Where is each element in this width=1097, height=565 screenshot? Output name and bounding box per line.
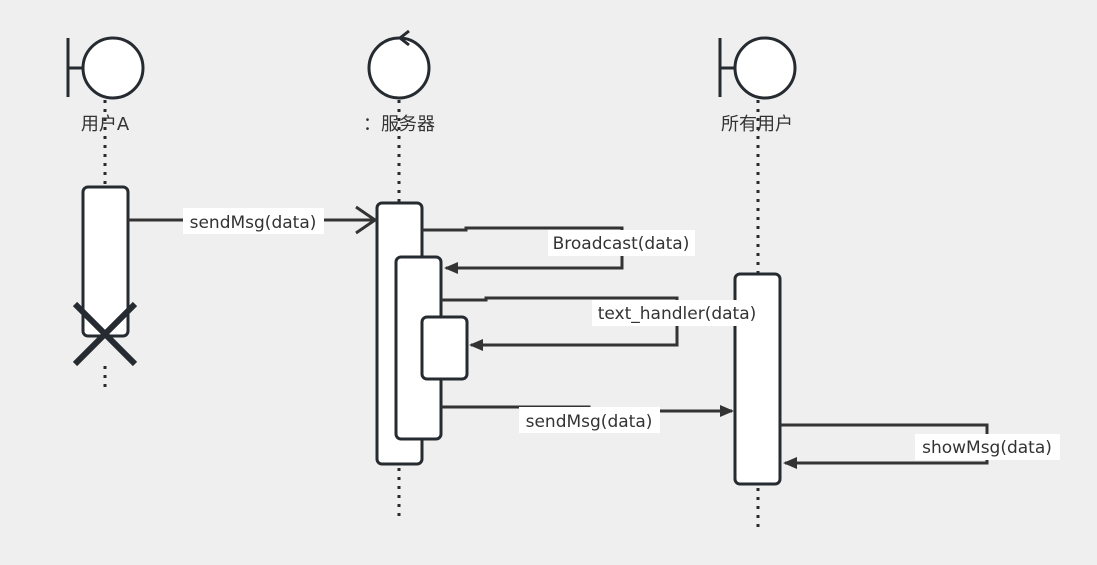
participant-user-a[interactable]: 用户A (66, 36, 145, 135)
message-label-bg (592, 300, 762, 326)
activation-all-users[interactable] (733, 272, 782, 486)
boundary-icon (66, 36, 145, 100)
message-label-bg (915, 434, 1060, 460)
participant-all-users[interactable]: 所有用户 (718, 36, 797, 135)
participant-label: 所有用户 (721, 114, 793, 135)
participant-label: ：服务器 (363, 114, 435, 135)
message-label: text_handler(data) (598, 304, 757, 324)
message-label-bg (183, 208, 324, 234)
message-label: sendMsg(data) (526, 412, 653, 432)
open-arrow-icon (355, 205, 378, 235)
message-label: showMsg(data) (922, 438, 1052, 458)
activation-server-text-handler[interactable] (420, 315, 469, 381)
message-broadcast-self-call[interactable]: Broadcast(data) (422, 226, 695, 274)
participant-server[interactable]: ：服务器 (363, 29, 435, 135)
message-label-bg (548, 230, 695, 256)
message-text-handler-self-call[interactable]: text_handler(data) (441, 296, 762, 351)
message-label: Broadcast(data) (553, 234, 690, 254)
message-send-msg-to-all-users[interactable]: sendMsg(data) (441, 405, 734, 433)
boundary-icon (718, 36, 797, 100)
message-send-msg-to-server[interactable]: sendMsg(data) (128, 205, 378, 235)
message-label: sendMsg(data) (190, 213, 317, 233)
message-label-bg (519, 407, 660, 433)
control-icon (367, 29, 431, 100)
participant-label: 用户A (81, 114, 130, 135)
destroy-x-icon (72, 301, 138, 367)
message-show-msg-self-call[interactable]: showMsg(data) (780, 423, 1060, 469)
